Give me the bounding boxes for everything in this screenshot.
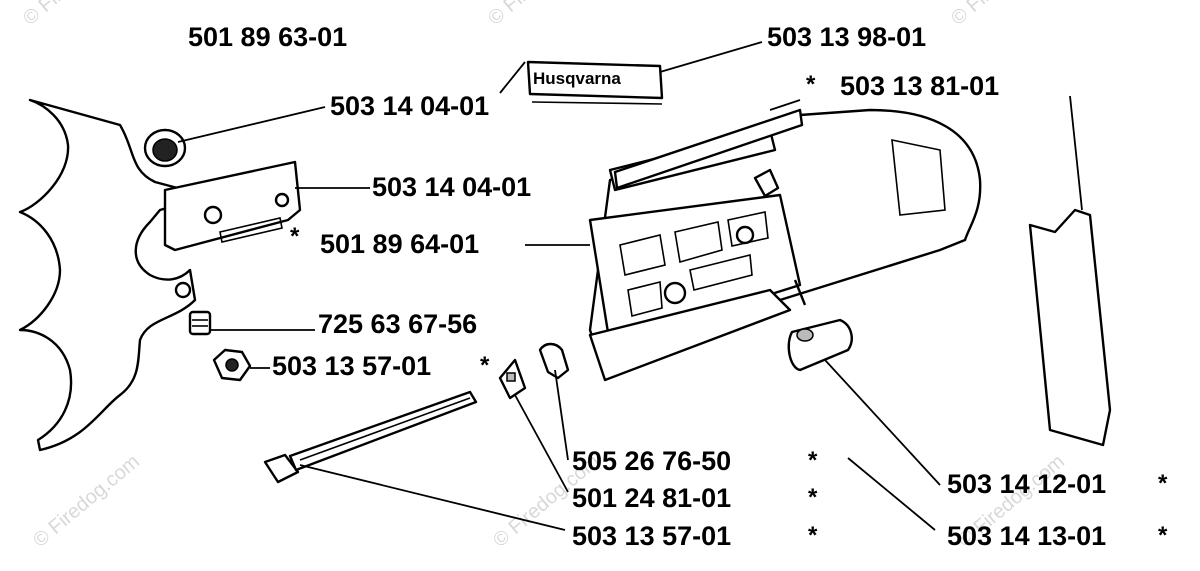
sprocket-cover-drawing (588, 108, 982, 382)
part-labels: 501 89 63-01 503 13 98-01 * 503 13 81-01… (188, 22, 1168, 551)
asterisk: * (808, 447, 818, 474)
decal-strip (613, 108, 804, 190)
watermark-top-right: © Firedog.com (947, 0, 1062, 30)
label-503-14-04-01-b: 503 14 04-01 (372, 172, 531, 202)
hex-nut-drawing (212, 348, 252, 382)
tensioner-parts-drawing (498, 342, 570, 400)
brand-plate: Husqvarna (526, 60, 664, 105)
watermark-top-left: © Firedog.com (19, 0, 134, 30)
asterisk: * (808, 522, 818, 549)
asterisk: * (1158, 470, 1168, 497)
leader-lines (177, 41, 1083, 531)
bolt-drawing (188, 310, 212, 336)
label-503-14-04-01-a: 503 14 04-01 (330, 91, 489, 121)
label-725-63-67-56: 725 63 67-56 (318, 309, 477, 339)
label-501-89-64-01: 501 89 64-01 (320, 229, 479, 259)
label-501-24-81-01: 501 24 81-01 (572, 483, 731, 513)
adjusting-screw-drawing (263, 390, 478, 484)
asterisk: * (806, 71, 816, 98)
sprocket-housing-drawing (18, 98, 197, 452)
label-501-89-63-01: 501 89 63-01 (188, 22, 347, 52)
label-503-13-57-01-a: 503 13 57-01 (272, 351, 431, 381)
watermark-top-center: © Firedog.com (484, 0, 599, 30)
asterisk: * (480, 352, 490, 379)
label-503-13-81-01: 503 13 81-01 (840, 71, 999, 101)
label-503-13-98-01: 503 13 98-01 (767, 22, 926, 52)
label-503-13-57-01-b: 503 13 57-01 (572, 521, 731, 551)
brand-plate-text: Husqvarna (533, 69, 621, 88)
label-505-26-76-50: 505 26 76-50 (572, 446, 731, 476)
watermark-bottom-left: © Firedog.com (29, 450, 144, 551)
label-503-14-12-01: 503 14 12-01 (947, 469, 1106, 499)
side-plate-drawing (1028, 208, 1112, 447)
asterisk: * (808, 484, 818, 511)
round-nut-drawing (143, 128, 187, 168)
label-503-14-13-01: 503 14 13-01 (947, 521, 1106, 551)
asterisk: * (1158, 522, 1168, 549)
guide-plate-drawing (163, 160, 302, 252)
tensioner-block-drawing (787, 318, 853, 372)
asterisk: * (290, 223, 300, 250)
